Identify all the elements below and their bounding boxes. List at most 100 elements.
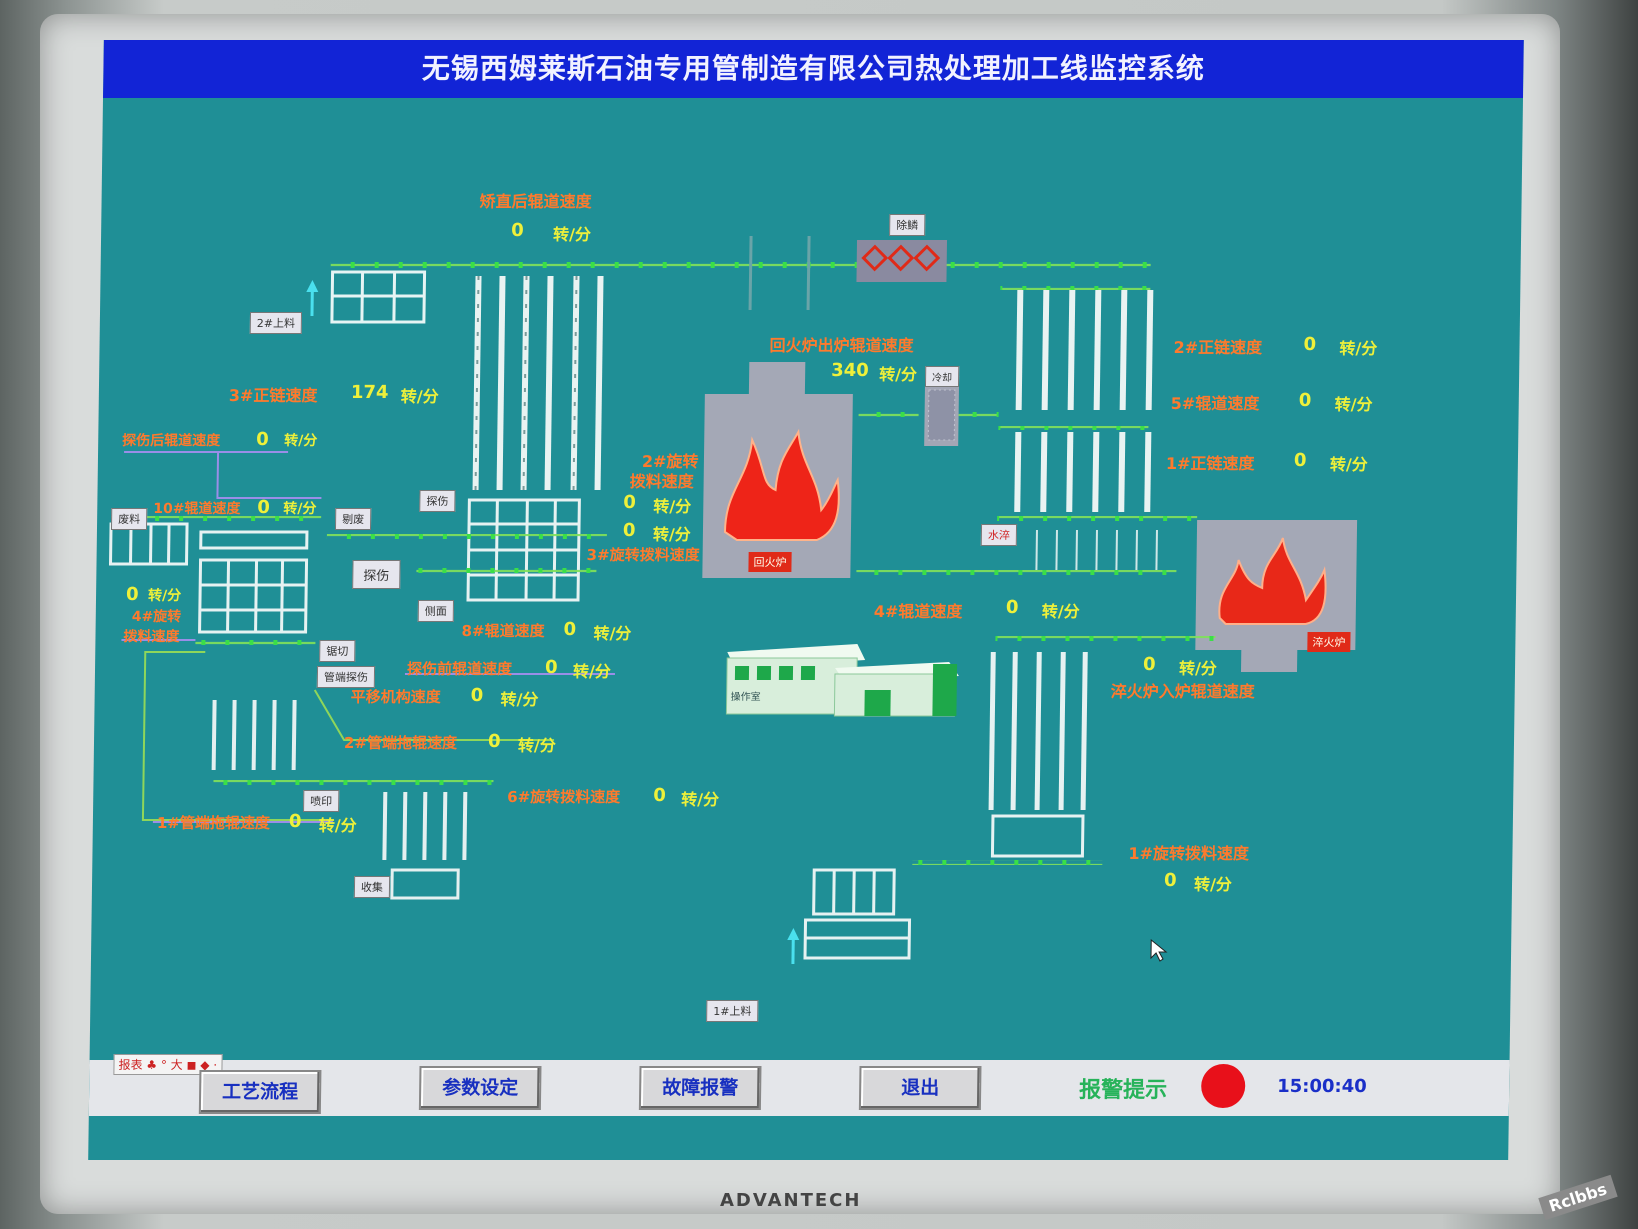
unit: 转/分	[1178, 659, 1218, 678]
process-diagram	[108, 236, 1358, 964]
label-tempering-out: 回火炉出炉辊道速度	[769, 336, 914, 355]
value-tempering-out: 340	[831, 360, 869, 381]
unit: 转/分	[572, 662, 611, 681]
unit: 转/分	[653, 497, 692, 516]
fault-alarm-button[interactable]: 故障报警	[638, 1066, 762, 1110]
value-roll10: 0	[257, 497, 270, 518]
top-conveyor	[330, 262, 1151, 268]
label-rot1: 1#旋转拨料速度	[1128, 844, 1250, 863]
flaw-grid	[466, 498, 581, 602]
label-chain2: 2#正链速度	[1173, 338, 1263, 357]
alarm-label: 报警提示	[1078, 1077, 1168, 1103]
value-chain3: 174	[350, 382, 389, 403]
tag-flaw[interactable]: 探伤	[352, 560, 401, 589]
unit: 转/分	[1334, 395, 1373, 414]
monitor-brand-logo: ADVANTECH	[720, 1190, 862, 1211]
feed-bench-bottom	[803, 868, 912, 960]
label-pipe1: 1#管端拖辊速度	[156, 814, 271, 832]
cursor	[1150, 938, 1168, 962]
value-flaw-before2: 0	[544, 657, 558, 678]
cooling-rack-right	[1014, 290, 1154, 512]
label-chain1: 1#正链速度	[1165, 454, 1255, 473]
label-rot3: 3#旋转拨料速度	[586, 546, 700, 564]
label-roll4: 4#辊道速度	[873, 602, 963, 621]
tag-material[interactable]: 废料	[110, 508, 148, 530]
unit: 转/分	[517, 736, 556, 755]
cooling-bed-top-left	[330, 270, 427, 324]
unit: 转/分	[147, 588, 182, 604]
label-rot6: 6#旋转拨料速度	[507, 788, 621, 806]
value-quench-in: 0	[1142, 654, 1156, 675]
value-chain1: 0	[1293, 450, 1307, 471]
unit: 转/分	[593, 624, 632, 643]
value-rot2b: 0	[622, 520, 636, 541]
unit: 转/分	[652, 525, 691, 544]
label-roll10: 10#辊道速度	[153, 501, 241, 517]
label-pipe2: 2#管端拖辊速度	[343, 734, 458, 752]
value-roll4: 0	[1005, 597, 1019, 618]
unit: 转/分	[552, 225, 592, 244]
tag-marker[interactable]: 喷印	[303, 790, 340, 812]
tag-bench[interactable]: 探伤	[419, 490, 456, 512]
cooling-rack-left	[472, 276, 604, 490]
tag-feed2[interactable]: 2#上料	[249, 312, 303, 334]
exit-button[interactable]: 退出	[858, 1066, 982, 1110]
unit: 转/分	[283, 501, 317, 517]
value-transfer: 0	[470, 685, 484, 706]
exhaust-vent	[748, 236, 811, 310]
value-pipe1: 0	[288, 811, 302, 832]
label-quench-in: 淬火炉入炉辊道速度	[1110, 682, 1255, 701]
unit: 转/分	[318, 816, 357, 835]
tempering-furnace	[702, 362, 853, 578]
unit: 转/分	[400, 387, 439, 406]
unit: 转/分	[1339, 339, 1378, 358]
label-rot4-sub: 拨料速度	[123, 629, 180, 645]
value-rot1: 0	[1163, 870, 1177, 891]
bottom-nav-bar: 报表 ♣ ° 大 ◼ ◆ · 工艺流程 参数设定 故障报警 退出 报警提示 15…	[88, 1054, 1510, 1116]
tag-tempering-furnace[interactable]: 回火炉	[748, 552, 792, 572]
alarm-indicator-icon[interactable]	[1200, 1064, 1246, 1108]
tag-reject[interactable]: 剔废	[334, 508, 372, 530]
tag-unload[interactable]: 收集	[353, 876, 391, 898]
label-transfer: 平移机构速度	[350, 688, 441, 706]
label-flaw-before: 探伤后辊道速度	[122, 433, 221, 449]
parameter-settings-button[interactable]: 参数设定	[418, 1066, 542, 1110]
label-rot2-sub: 拨料速度	[629, 472, 694, 491]
label-rail-after-straighten: 矫直后辊道速度	[479, 192, 592, 211]
value-rot6: 0	[653, 785, 666, 806]
label-chain3: 3#正链速度	[228, 386, 318, 405]
value-rail-after-straighten: 0	[511, 220, 524, 241]
unit: 转/分	[681, 790, 720, 809]
value-roll5: 0	[1298, 390, 1312, 411]
tag-water-quench[interactable]: 水淬	[980, 524, 1018, 546]
label-roll5: 5#辊道速度	[1170, 394, 1260, 413]
tag-side[interactable]: 侧面	[417, 600, 454, 622]
tag-descale[interactable]: 除鳞	[889, 214, 926, 236]
unit: 转/分	[879, 365, 918, 384]
hmi-screen: 无锡西姆莱斯石油专用管制造有限公司热处理加工线监控系统	[88, 40, 1524, 1160]
unit: 转/分	[284, 433, 318, 449]
clock: 15:00:40	[1277, 1076, 1367, 1097]
label-flaw-before2: 探伤前辊道速度	[406, 660, 513, 678]
value-chain2: 0	[1303, 334, 1317, 355]
value-rot2a: 0	[623, 492, 637, 513]
left-bench	[108, 522, 309, 634]
label-roll8: 8#辊道速度	[461, 622, 545, 640]
unit: 转/分	[1329, 455, 1368, 474]
tag-control-room[interactable]: 操作室	[730, 688, 761, 703]
quench-furnace	[1195, 520, 1358, 672]
value-roll8: 0	[563, 619, 577, 640]
tag-sawing[interactable]: 锯切	[319, 640, 356, 662]
tag-thread[interactable]: 管端探伤	[316, 666, 376, 688]
unit: 转/分	[1193, 875, 1233, 894]
label-rot4: 4#旋转	[131, 609, 182, 625]
tag-cooling[interactable]: 冷却	[924, 366, 960, 387]
process-flow-button[interactable]: 工艺流程	[198, 1070, 322, 1114]
tag-quench-furnace[interactable]: 淬火炉	[1307, 632, 1351, 652]
value-pipe2: 0	[487, 731, 501, 752]
control-room-building	[725, 644, 959, 717]
value-flaw-before: 0	[256, 429, 269, 450]
unit: 转/分	[1041, 602, 1080, 621]
tag-feed1[interactable]: 1#上料	[706, 1000, 759, 1022]
unit: 转/分	[500, 690, 539, 709]
